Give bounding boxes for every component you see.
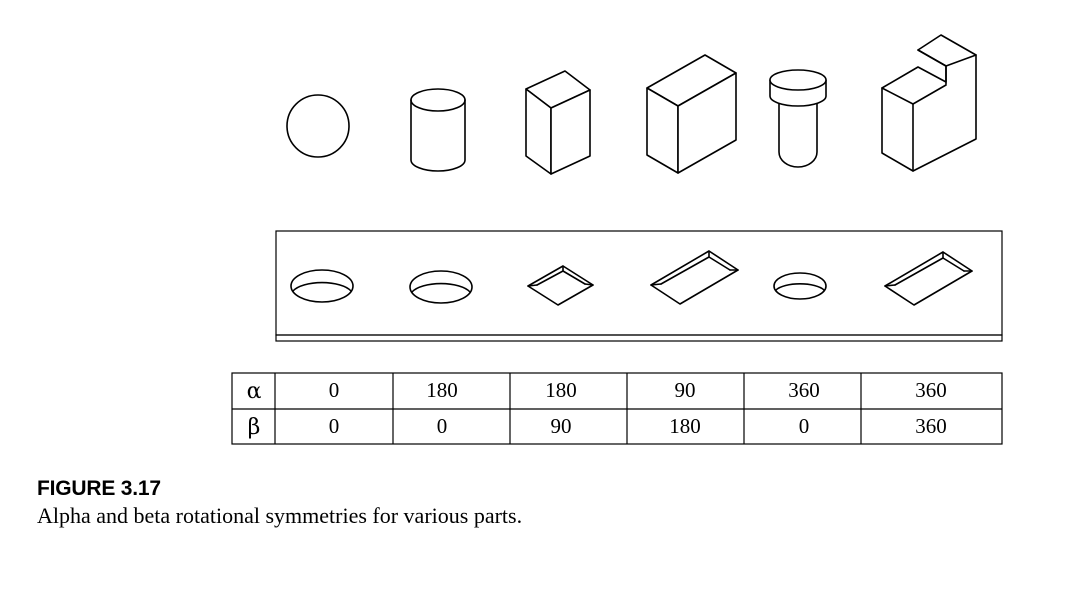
alpha-value: 180 xyxy=(426,378,458,402)
part-square-prism xyxy=(525,70,591,175)
part-cylinder xyxy=(410,88,466,172)
hole-3-square xyxy=(527,265,594,306)
part-stepped-block xyxy=(881,34,977,172)
alpha-symbol: α xyxy=(247,379,262,404)
beta-value: 90 xyxy=(551,414,572,438)
figure-label: FIGURE 3.17 xyxy=(37,477,161,500)
part-rectangular-block xyxy=(646,54,737,174)
hole-5-round xyxy=(773,272,827,300)
hole-1-round xyxy=(290,269,354,303)
beta-value: 360 xyxy=(915,414,947,438)
alpha-value: 360 xyxy=(788,378,820,402)
beta-symbol: β xyxy=(248,415,261,440)
base-plate xyxy=(275,230,1003,342)
alpha-value: 0 xyxy=(329,378,340,402)
beta-value: 180 xyxy=(669,414,701,438)
part-sphere xyxy=(286,94,350,158)
part-headed-pin xyxy=(769,69,827,168)
alpha-value: 180 xyxy=(545,378,577,402)
symmetry-table: α 0 180 180 90 360 360 β 0 0 90 180 0 36… xyxy=(231,372,1003,445)
alpha-value: 90 xyxy=(675,378,696,402)
hole-4-rectangular xyxy=(650,250,739,305)
figure-caption-text: Alpha and beta rotational symmetries for… xyxy=(37,503,523,528)
figure-caption: FIGURE 3.17 Alpha and beta rotational sy… xyxy=(37,476,937,530)
parts-row xyxy=(286,34,977,175)
beta-value: 0 xyxy=(799,414,810,438)
beta-value: 0 xyxy=(329,414,340,438)
alpha-value: 360 xyxy=(915,378,947,402)
beta-value: 0 xyxy=(437,414,448,438)
hole-6-rectangular xyxy=(884,251,973,306)
hole-2-round xyxy=(409,270,473,304)
